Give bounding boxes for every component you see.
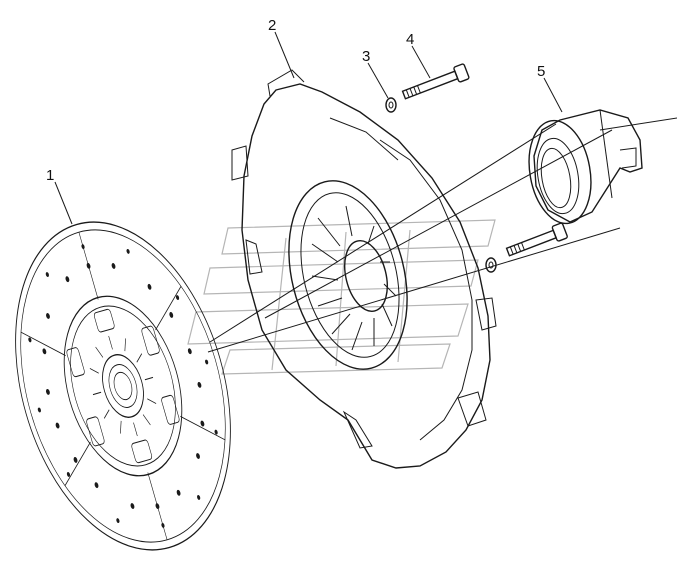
watermark-logo	[187, 219, 496, 375]
callout-leaders	[54, 31, 563, 225]
release-bearing	[528, 109, 643, 225]
callout-3: 3	[362, 48, 370, 65]
washer	[385, 97, 497, 273]
bolt	[401, 63, 568, 257]
callout-4: 4	[406, 31, 414, 48]
callout-5: 5	[537, 63, 545, 80]
pressure-plate-cover	[231, 69, 497, 469]
callout-labels: 1 2 3 4 5	[46, 17, 545, 184]
callout-1: 1	[46, 167, 54, 184]
callout-2: 2	[268, 17, 276, 34]
clutch-disc	[15, 221, 231, 551]
assembly-axis-lines	[207, 117, 677, 353]
diaphragm-fingers	[311, 205, 397, 351]
